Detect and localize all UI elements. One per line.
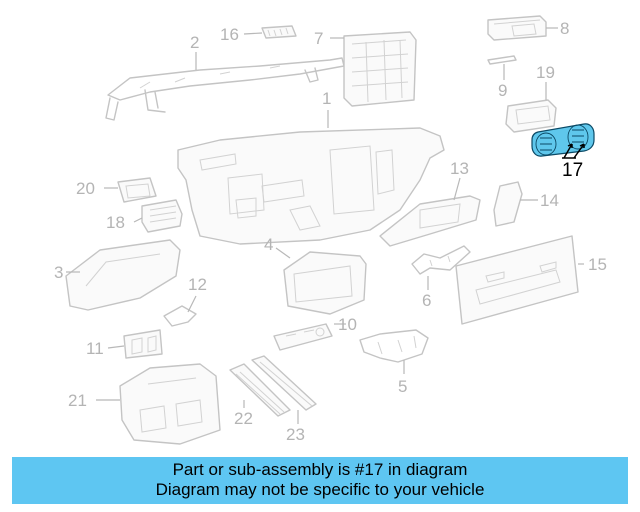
part-10-switch-panel (273, 323, 333, 351)
part-23-slat-trim (251, 355, 317, 411)
callout-20: 20 (76, 179, 95, 198)
part-18-vent-grille (141, 199, 183, 233)
part-2-cross-beam (105, 57, 345, 121)
part-3-side-cover (65, 239, 181, 311)
callout-3: 3 (54, 263, 63, 282)
callout-14: 14 (540, 191, 559, 210)
callout-2: 2 (190, 33, 199, 52)
parts-diagram: 1 2 3 4 5 6 7 8 9 10 11 12 13 14 15 16 1… (54, 15, 607, 445)
callout-7: 7 (314, 29, 323, 48)
part-12-clip (163, 305, 197, 327)
part-20-vent (117, 177, 157, 203)
info-banner: Part or sub-assembly is #17 in diagram D… (12, 457, 628, 504)
callout-9: 9 (498, 81, 507, 100)
part-6-brace (411, 245, 471, 275)
part-13-glove-box-door (379, 195, 481, 247)
callout-17: 17 (562, 160, 583, 181)
part-16-vent (261, 25, 297, 39)
part-19-vent-housing (505, 99, 557, 133)
part-14-side-bracket (493, 181, 523, 227)
part-17-highlighted-vent (531, 123, 595, 157)
banner-line-1: Part or sub-assembly is #17 in diagram (172, 460, 468, 479)
callout-19: 19 (536, 63, 555, 82)
callout-22: 22 (234, 409, 253, 428)
callout-15: 15 (588, 255, 607, 274)
callout-1: 1 (322, 89, 331, 108)
callout-6: 6 (422, 291, 431, 310)
callout-10: 10 (338, 315, 357, 334)
callout-8: 8 (560, 19, 569, 38)
part-11-switch-block (123, 329, 163, 359)
part-7-control-panel (343, 31, 417, 107)
part-15-glove-box-panel (455, 235, 579, 325)
callout-23: 23 (286, 425, 305, 444)
callout-4: 4 (264, 235, 273, 254)
part-1-instrument-panel (177, 127, 445, 245)
part-5-lower-bracket (359, 329, 429, 363)
callout-11: 11 (86, 339, 104, 358)
callout-12: 12 (188, 275, 207, 294)
leader-lines (66, 27, 584, 424)
part-9-trim-strip (487, 55, 517, 65)
callout-labels: 1 2 3 4 5 6 7 8 9 10 11 12 13 14 15 16 1… (54, 19, 607, 444)
callout-5: 5 (398, 377, 407, 396)
part-8-storage-bin (487, 15, 547, 41)
callout-17-arrows (562, 143, 585, 159)
part-21-lower-console (119, 363, 221, 445)
callout-16: 16 (220, 25, 239, 44)
callout-13: 13 (450, 159, 469, 178)
part-4-console-box (283, 251, 367, 315)
callout-21: 21 (68, 391, 87, 410)
banner-line-2: Diagram may not be specific to your vehi… (155, 480, 485, 499)
part-22-slat-trim (229, 363, 291, 417)
callout-18: 18 (106, 213, 125, 232)
